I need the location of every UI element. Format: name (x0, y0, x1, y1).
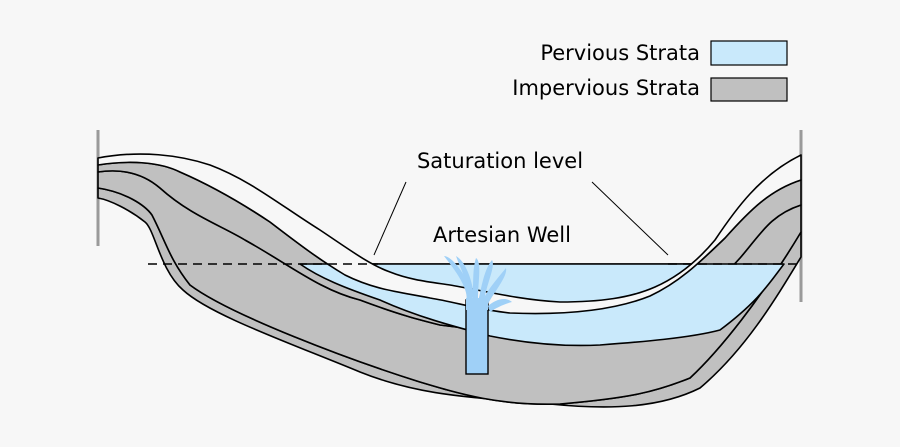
legend-swatch-impervious (710, 77, 788, 102)
legend: Pervious Strata Impervious Strata (512, 40, 788, 102)
saturation-leader-left (373, 181, 407, 256)
legend-swatch-pervious (710, 40, 788, 66)
legend-label-pervious: Pervious Strata (540, 41, 700, 65)
saturation-level-label: Saturation level (417, 149, 583, 173)
artesian-well-shaft (465, 299, 489, 375)
artesian-well-fountain (444, 256, 512, 312)
legend-label-impervious: Impervious Strata (512, 76, 700, 100)
saturation-leader-right (591, 181, 669, 256)
surface-stratum (97, 153, 802, 315)
artesian-well-label: Artesian Well (433, 223, 571, 247)
